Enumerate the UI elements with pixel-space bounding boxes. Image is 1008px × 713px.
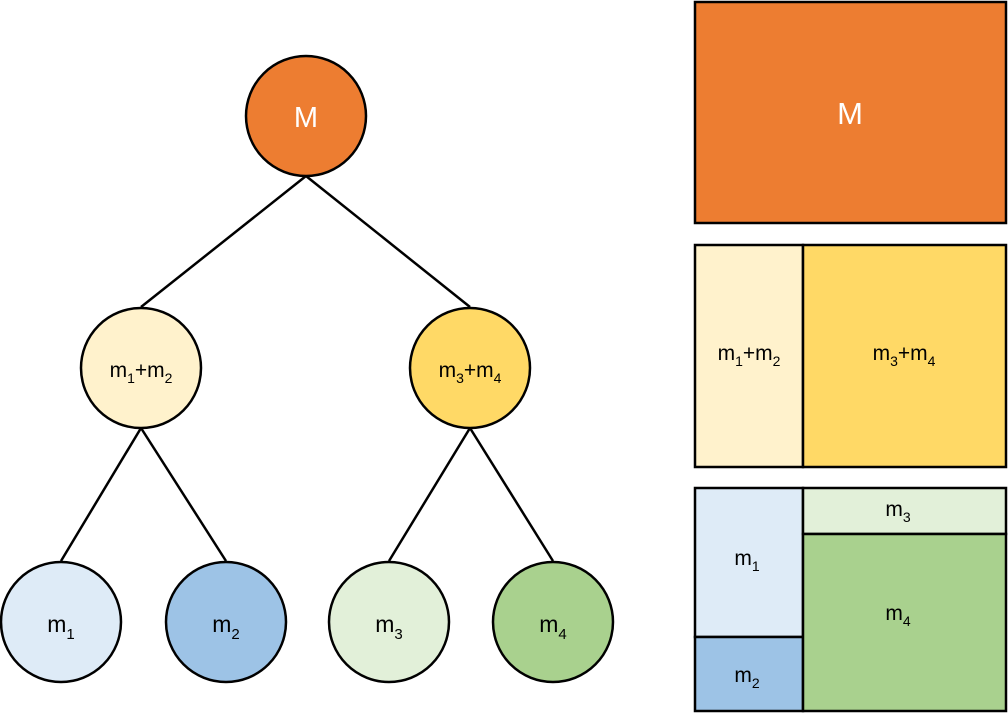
leaf-m1-label: m1 — [47, 611, 75, 643]
m3-plus-m4-circle — [408, 306, 532, 430]
treemap-cell-m1-label: m1 — [734, 547, 760, 574]
treemap-cell-m2 — [693, 635, 805, 713]
m3-plus-m4-label: m3+m4 — [439, 359, 502, 386]
treemap-cell-m4 — [801, 532, 1008, 713]
treemap-cell-m3-plus-m4 — [801, 243, 1008, 469]
treemap-level-1: m1+m2 m3+m4 — [693, 243, 1008, 469]
leaf-m4-label: m4 — [539, 611, 567, 643]
m1-plus-m2-circle — [79, 306, 203, 430]
edge-right-m4 — [468, 427, 555, 562]
tree-node-root: M — [244, 54, 368, 178]
leaf-m3-circle — [327, 560, 451, 684]
leaf-m4-circle — [491, 560, 615, 684]
leaf-m2-circle — [164, 560, 288, 684]
edge-root-left — [140, 175, 307, 308]
treemap-cell-m4-label: m4 — [885, 602, 911, 629]
tree-leaf-m2: m2 — [164, 560, 288, 684]
m1-plus-m2-label: m1+m2 — [110, 359, 173, 386]
edge-left-m2 — [139, 427, 228, 562]
tree-node-m1-plus-m2: m1+m2 — [79, 306, 203, 430]
treemap-level-2: m1 m2 m3 m4 — [693, 486, 1008, 713]
edge-root-right — [305, 175, 471, 308]
root-label: M — [294, 102, 318, 134]
treemap-cell-m3-plus-m4-label: m3+m4 — [873, 342, 936, 369]
treemap-cell-m2-label: m2 — [734, 664, 760, 691]
edge-left-m1 — [59, 427, 143, 562]
treemap-cell-m1-plus-m2-label: m1+m2 — [718, 342, 781, 369]
root-circle — [244, 54, 368, 178]
leaf-m2-label: m2 — [212, 611, 240, 643]
leaf-m1-circle — [0, 560, 123, 684]
tree-leaf-m3: m3 — [327, 560, 451, 684]
treemap-cell-m3-label: m3 — [885, 498, 911, 525]
tree-node-m3-plus-m4: m3+m4 — [408, 306, 532, 430]
tree-leaf-m1: m1 — [0, 560, 123, 684]
tree-leaf-m4: m4 — [491, 560, 615, 684]
tree-edges — [59, 175, 555, 562]
leaf-m3-label: m3 — [375, 611, 403, 643]
treemap-cell-m1-plus-m2 — [693, 243, 805, 469]
treemap-level-0: M — [693, 0, 1008, 225]
edge-right-m3 — [387, 427, 472, 562]
treemap-cell-M — [693, 0, 1008, 225]
treemap-cell-M-label: M — [837, 96, 863, 131]
